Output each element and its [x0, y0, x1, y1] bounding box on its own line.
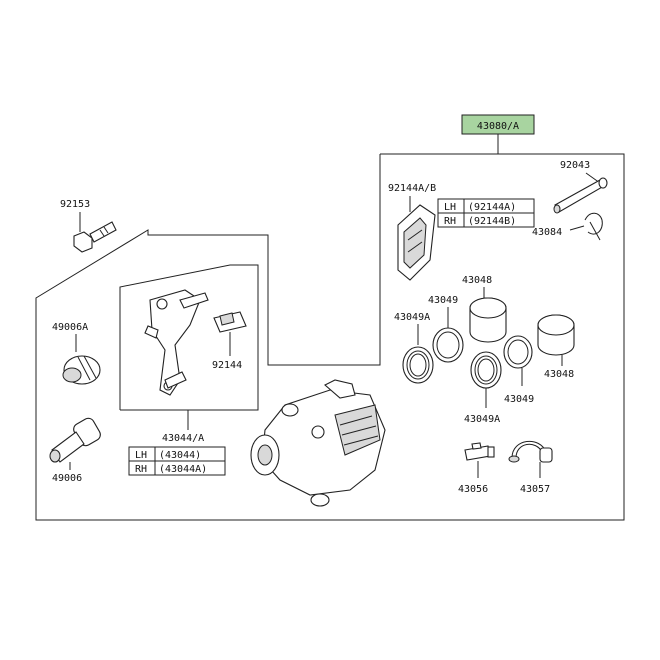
bracket-rh-part[interactable]: (43044A): [159, 464, 207, 475]
pad-spring-92144AB[interactable]: [397, 204, 436, 281]
bracket-frame: [119, 264, 259, 411]
label-49006A[interactable]: 49006A: [52, 322, 88, 333]
caliper-body[interactable]: [250, 379, 386, 507]
label-43049-bottom[interactable]: 43049: [504, 394, 534, 405]
bracket-rh-label: RH: [135, 464, 147, 475]
label-43048-top[interactable]: 43048: [462, 275, 492, 286]
assembly-label[interactable]: 43080/A: [477, 121, 519, 132]
seal-43049-top[interactable]: [432, 327, 464, 363]
pad-spring-rh-label: RH: [444, 216, 456, 227]
pad-spring-lh-part[interactable]: (92144A): [468, 202, 516, 213]
seal-43049A-left[interactable]: [402, 346, 434, 384]
seal-43049A-bottom[interactable]: [470, 351, 502, 389]
label-43048-right[interactable]: 43048: [544, 369, 574, 380]
label-92153[interactable]: 92153: [60, 199, 90, 210]
pad-spring-lh-rh-table: LH (92144A) RH (92144B): [437, 198, 535, 228]
piston-43048-right[interactable]: [537, 314, 575, 356]
assembly-frame: [35, 153, 625, 521]
piston-43048-top[interactable]: [469, 297, 507, 343]
bracket-43044[interactable]: [144, 289, 209, 396]
bracket-lh-label: LH: [135, 450, 147, 461]
label-43049-top[interactable]: 43049: [428, 295, 458, 306]
label-92144[interactable]: 92144: [212, 360, 242, 371]
label-43044A[interactable]: 43044/A: [162, 433, 204, 444]
label-43049A-bottom[interactable]: 43049A: [464, 414, 500, 425]
label-92043[interactable]: 92043: [560, 160, 590, 171]
seal-43049-bottom[interactable]: [503, 335, 533, 369]
clip-43084[interactable]: [584, 212, 603, 241]
cap-43057[interactable]: [508, 440, 553, 463]
pad-spring-lh-label: LH: [444, 202, 456, 213]
label-43084[interactable]: 43084: [532, 227, 562, 238]
label-43056[interactable]: 43056: [458, 484, 488, 495]
label-49006[interactable]: 49006: [52, 473, 82, 484]
boot-49006A[interactable]: [62, 355, 101, 385]
pin-49006[interactable]: [49, 416, 103, 463]
spring-92144[interactable]: [213, 311, 247, 333]
bolt-92153[interactable]: [73, 221, 117, 253]
bleeder-43056[interactable]: [464, 442, 495, 461]
label-92144AB[interactable]: 92144A/B: [388, 183, 436, 194]
label-43049A-left[interactable]: 43049A: [394, 312, 430, 323]
pad-pin-92043[interactable]: [553, 177, 608, 214]
bracket-lh-rh-table: LH (43044) RH (43044A): [128, 446, 226, 476]
label-43057[interactable]: 43057: [520, 484, 550, 495]
leader-43084: [569, 225, 585, 231]
bracket-lh-part[interactable]: (43044): [159, 450, 201, 461]
pad-spring-rh-part[interactable]: (92144B): [468, 216, 516, 227]
